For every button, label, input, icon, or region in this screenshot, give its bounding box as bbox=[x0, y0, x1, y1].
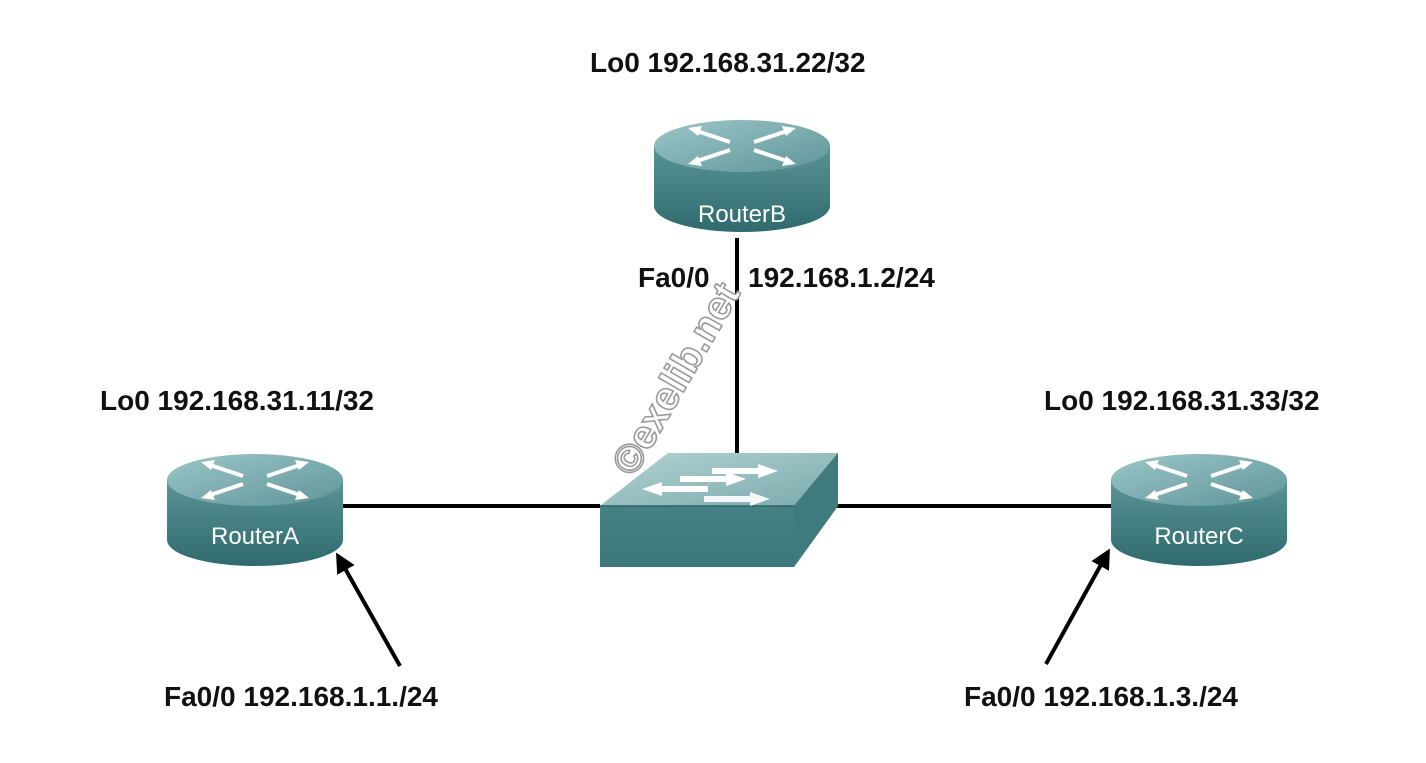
router-icon-c: RouterC bbox=[1109, 452, 1289, 568]
switch-icon bbox=[600, 453, 838, 567]
router-a-interface: Fa0/0 192.168.1.1./24 bbox=[164, 681, 438, 712]
router-b-fa-name: Fa0/0 bbox=[638, 262, 710, 293]
router-c-name: RouterC bbox=[1154, 523, 1243, 550]
arrow-routera-interface bbox=[336, 552, 402, 667]
router-icon-b: RouterB bbox=[652, 118, 832, 234]
router-a-loopback: Lo0 192.168.31.11/32 bbox=[100, 385, 374, 416]
watermark: ©exelib.net bbox=[604, 275, 749, 482]
router-c-interface: Fa0/0 192.168.1.3./24 bbox=[964, 681, 1238, 712]
router-icon-a: RouterA bbox=[165, 452, 345, 568]
arrow-routerc-interface bbox=[1044, 548, 1110, 665]
router-c-loopback: Lo0 192.168.31.33/32 bbox=[1044, 385, 1320, 416]
router-b-name: RouterB bbox=[698, 201, 786, 228]
router-b-loopback: Lo0 192.168.31.22/32 bbox=[590, 47, 866, 78]
router-b-fa-ip: 192.168.1.2/24 bbox=[748, 262, 935, 293]
router-a-name: RouterA bbox=[211, 523, 299, 550]
